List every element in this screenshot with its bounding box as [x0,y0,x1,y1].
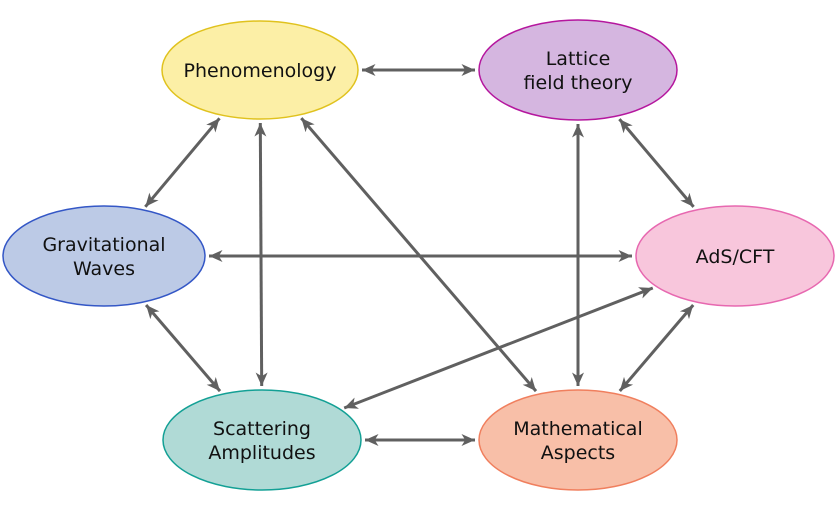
node-adscft-ellipse [635,205,835,307]
node-scattering-ellipse [162,389,362,491]
edge-lattice-adscft [618,118,695,208]
node-mathematical-label: Mathematical [513,418,642,440]
edge-adscft-mathematical [618,304,695,392]
edges [144,64,695,446]
node-gravitational-label: Gravitational [42,234,165,256]
node-phenomenology: Phenomenology [161,20,359,120]
edge-gravitational-scattering [144,304,222,393]
node-scattering-label: Amplitudes [208,442,315,464]
node-lattice-label: Lattice [546,48,611,70]
edge-adscft-scattering [343,286,654,410]
node-adscft-label: AdS/CFT [696,246,775,268]
node-lattice-ellipse [478,19,678,121]
node-phenomenology-label: Phenomenology [184,60,337,82]
node-gravitational-ellipse [2,205,206,307]
node-lattice-label: field theory [524,72,633,94]
node-phenomenology-ellipse [161,20,359,120]
node-gravitational-label: Waves [73,258,135,280]
node-adscft: AdS/CFT [635,205,835,307]
node-scattering-label: Scattering [213,418,311,440]
node-mathematical-ellipse [478,389,678,491]
edge-phenomenology-gravitational [144,117,221,208]
node-mathematical-label: Aspects [541,442,615,464]
